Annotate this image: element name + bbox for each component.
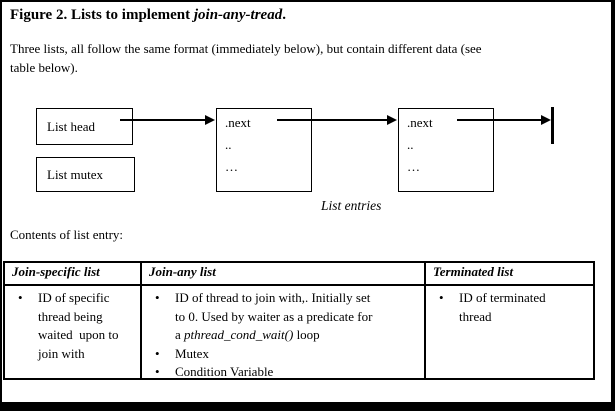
bullet-icon: • [439, 290, 444, 305]
cell-join-specific: • ID of specific thread being waited upo… [5, 286, 142, 378]
list-mutex-label: List mutex [47, 166, 103, 182]
arrow-1-head-icon [205, 115, 215, 125]
list-entry-box-2: .next .. … [398, 108, 494, 192]
list-head-box: List head [36, 108, 133, 145]
join-any-item-1-text: ID of thread to join with,. Initially se… [175, 289, 372, 345]
arrow-3-head-icon [541, 115, 551, 125]
bullet-icon: • [155, 345, 160, 361]
bullet-icon: • [155, 364, 160, 379]
bullet-icon: • [155, 290, 160, 305]
cell-join-any: • ID of thread to join with,. Initially … [142, 286, 426, 379]
header-join-specific-list: Join-specific list [5, 263, 142, 284]
list-head-label: List head [47, 118, 96, 134]
arrow-1-line [120, 119, 206, 121]
figure-title: Figure 2. Lists to implement join-any-tr… [10, 7, 286, 24]
list-item: • ID of specific thread being waited upo… [5, 289, 140, 363]
contents-of-list-entry-label: Contents of list entry: [10, 227, 124, 242]
arrow-2-head-icon [387, 115, 397, 125]
arrow-3-line [457, 119, 541, 121]
figure-title-emphasis: join-any-tread [193, 7, 283, 23]
header-join-any-list: Join-any list [142, 263, 426, 284]
list-terminator-bar [551, 107, 554, 144]
join-any-item-1-pre: ID of thread to join with,. Initially se… [175, 290, 373, 342]
arrow-2-line [277, 119, 387, 121]
cell-terminated: • ID of terminated thread [426, 286, 593, 378]
header-terminated-list: Terminated list [433, 264, 514, 279]
list-item: • ID of thread to join with,. Initially … [142, 289, 424, 345]
join-specific-item-text: ID of specific thread being waited upon … [38, 290, 119, 361]
figure-title-prefix: Figure 2. Lists to implement [10, 7, 194, 23]
join-any-item-1-post: loop [293, 327, 320, 342]
join-any-item-1-code: pthread_cond_wait() [184, 327, 294, 342]
list-item: • ID of terminated thread [426, 289, 593, 326]
join-any-item-3-text: Condition Variable [175, 364, 274, 379]
figure-title-suffix: . [282, 7, 286, 23]
list-mutex-box: List mutex [36, 157, 135, 192]
list-entry-box-1: .next .. … [216, 108, 312, 192]
table-header-row: Join-specific list Join-any list Termina… [5, 263, 593, 286]
list-item: • Mutex [142, 345, 424, 364]
bullet-icon: • [18, 290, 23, 305]
table-body-row: • ID of specific thread being waited upo… [5, 286, 593, 379]
list-entry-table: Join-specific list Join-any list Termina… [3, 261, 595, 380]
join-any-item-2-text: Mutex [175, 345, 209, 361]
terminated-item-text: ID of terminated thread [459, 290, 546, 324]
intro-paragraph: Three lists, all follow the same format … [10, 41, 482, 75]
list-entries-caption: List entries [321, 198, 382, 213]
list-item: • Condition Variable [142, 363, 424, 382]
